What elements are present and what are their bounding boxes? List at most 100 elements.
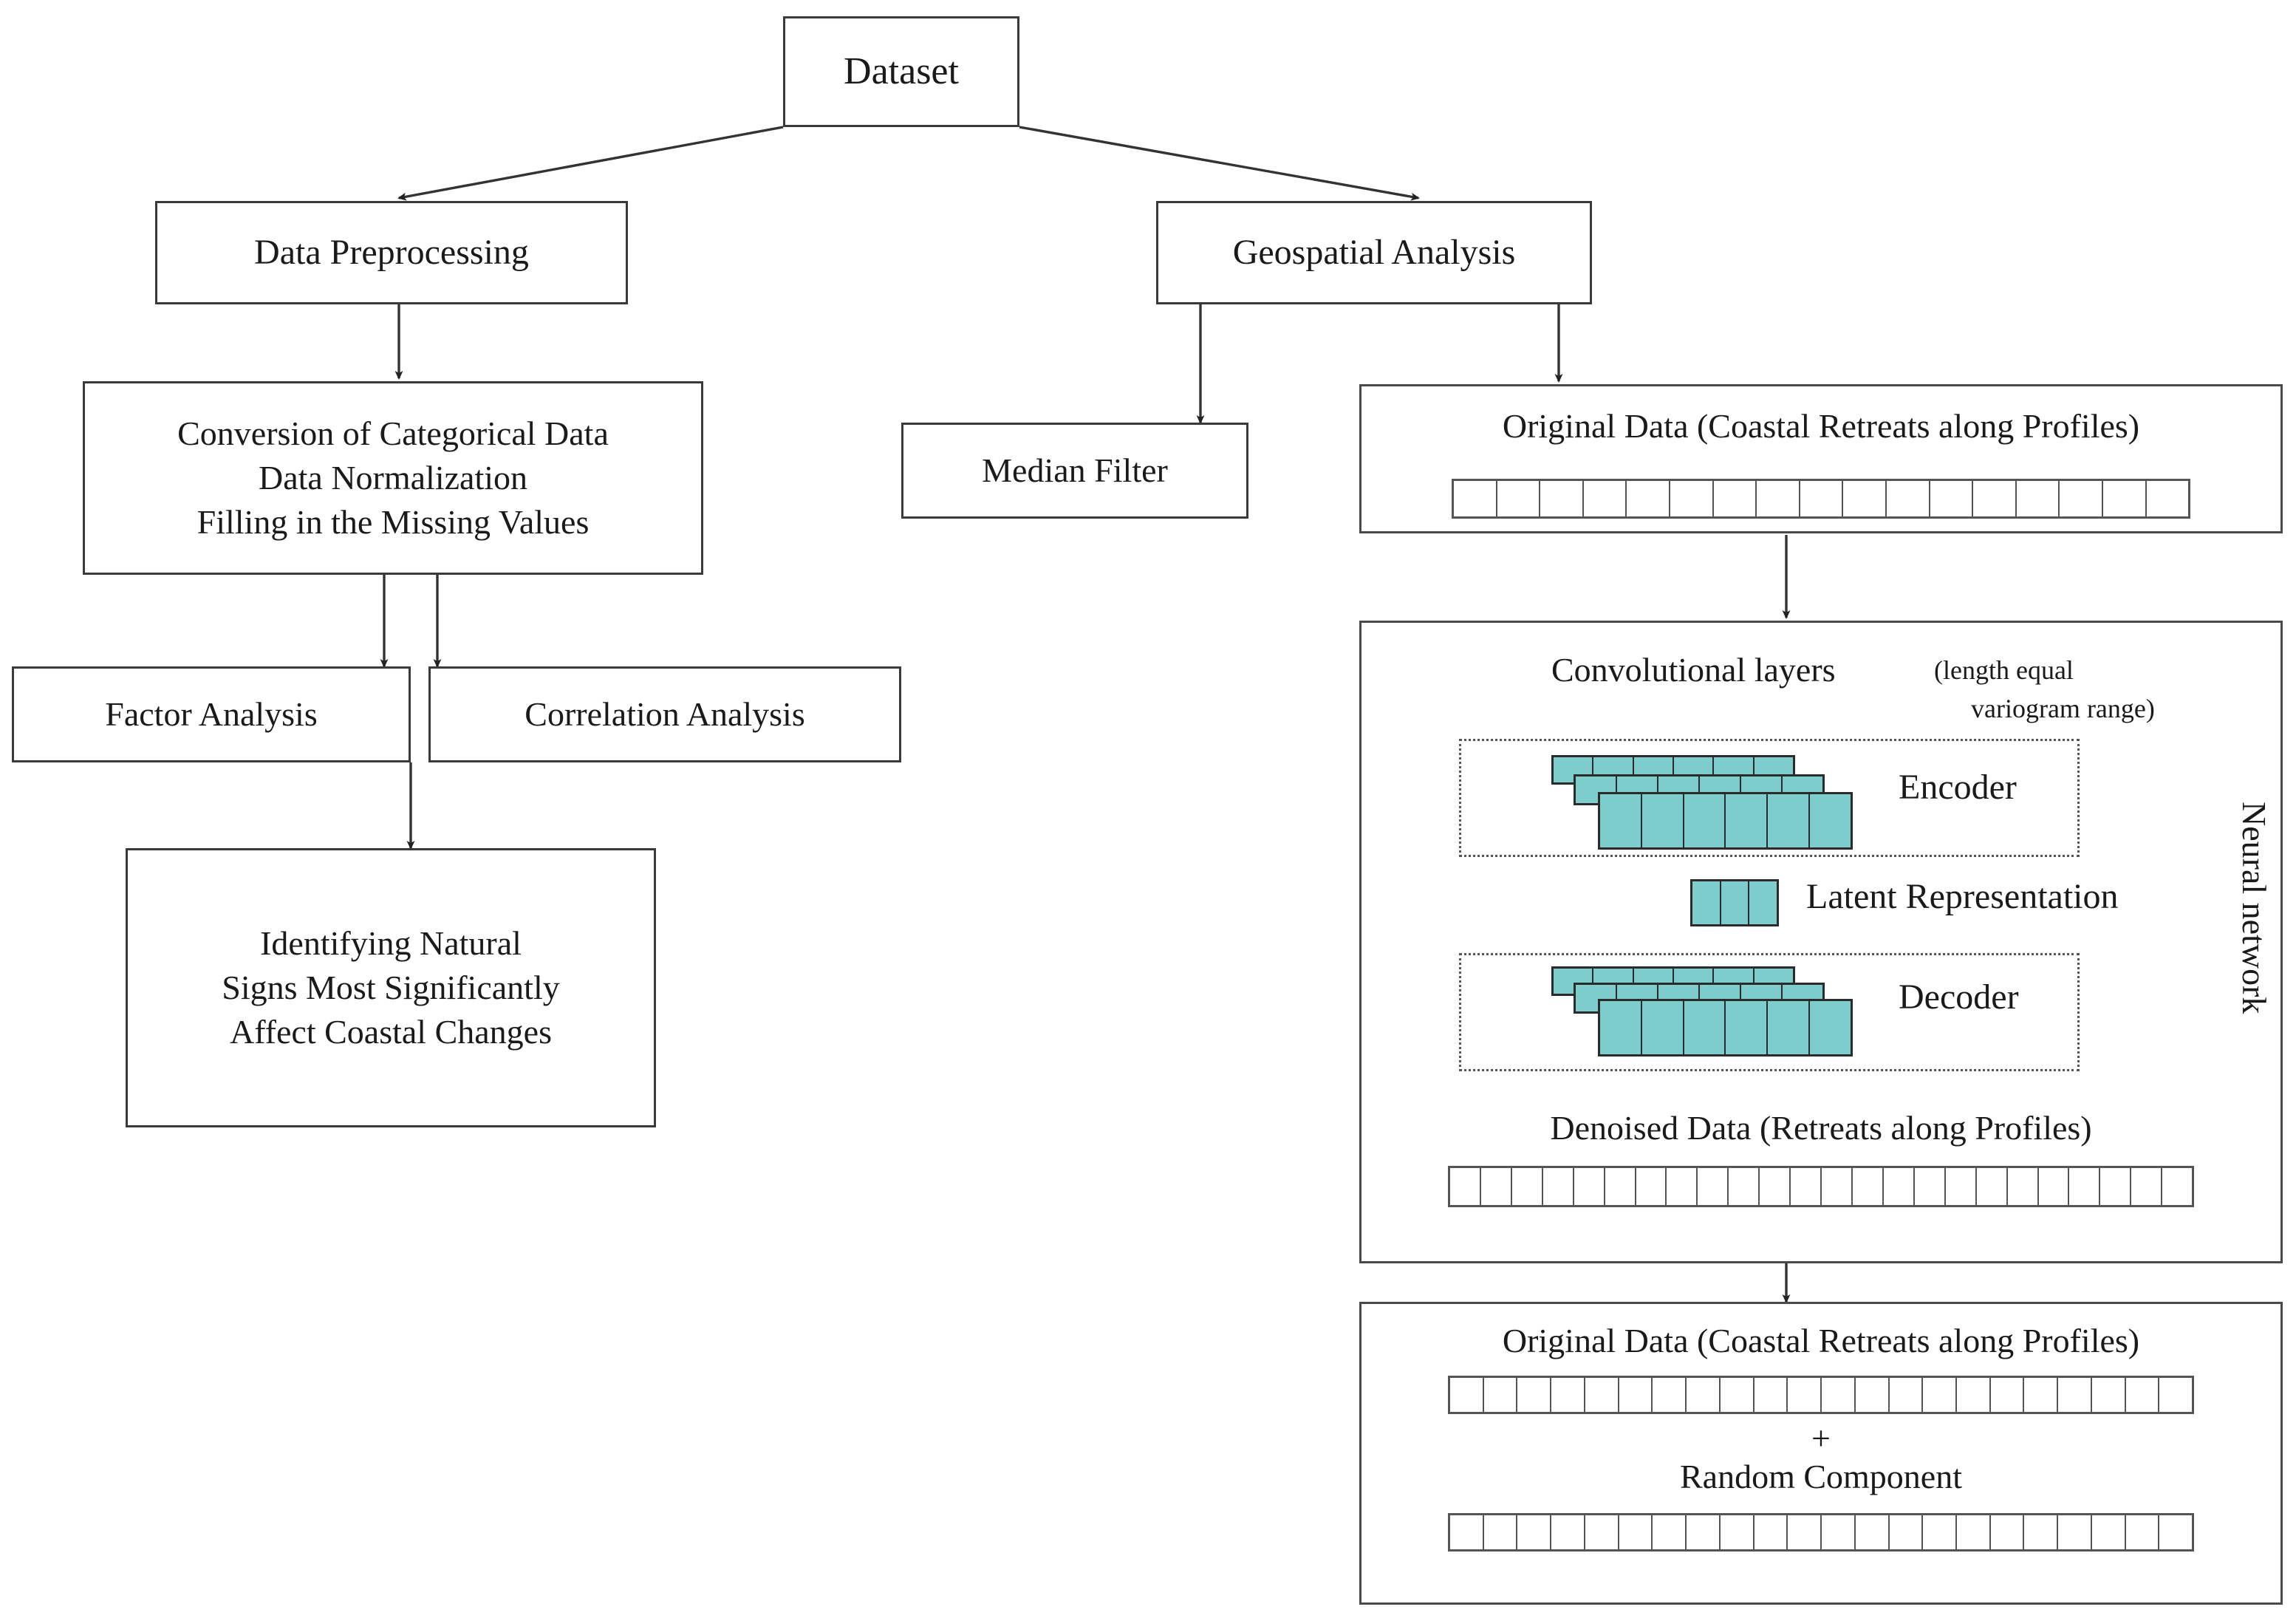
data-cell <box>1721 1378 1755 1412</box>
data-cell <box>1856 1378 1890 1412</box>
data-cell <box>2017 481 2060 516</box>
conv-cell <box>1634 969 1674 994</box>
conv-cell <box>1600 794 1642 847</box>
latent-representation-label: Latent Representation <box>1806 877 2119 916</box>
encoder-group-box <box>1459 739 2080 857</box>
data-cell <box>1574 1168 1605 1205</box>
conv-layers-label-line3: variogram range) <box>1971 694 2155 723</box>
conv-cell <box>1714 969 1755 994</box>
conv-cell <box>1741 985 1783 1011</box>
data-cell <box>2103 481 2147 516</box>
final-original-data-cells <box>1448 1376 2194 1414</box>
data-cell <box>1450 1168 1481 1205</box>
node-geospatial-analysis[interactable]: Geospatial Analysis <box>1156 201 1592 304</box>
data-cell <box>1450 1378 1484 1412</box>
data-cell <box>1890 1515 1924 1549</box>
data-cell <box>1760 1168 1791 1205</box>
data-cell <box>1653 1515 1687 1549</box>
data-cell <box>1856 1515 1890 1549</box>
preprocessing-step-1: Conversion of Categorical Data <box>177 414 609 453</box>
data-cell <box>1755 1378 1788 1412</box>
conv-layers-label-line2: (length equal <box>1934 655 2074 685</box>
node-dataset[interactable]: Dataset <box>783 16 1019 127</box>
panel-neural-network <box>1359 621 2283 1263</box>
data-cell <box>2024 1378 2059 1412</box>
node-preprocessing-steps[interactable]: Conversion of Categorical Data Data Norm… <box>83 381 703 575</box>
data-cell <box>1670 481 1714 516</box>
data-cell <box>1619 1378 1653 1412</box>
latent-cell <box>1692 881 1721 924</box>
preprocessing-step-3: Filling in the Missing Values <box>197 502 590 541</box>
conv-cell <box>1593 757 1634 782</box>
data-cell <box>2024 1515 2059 1549</box>
node-data-preprocessing[interactable]: Data Preprocessing <box>155 201 628 304</box>
encoder-layer-1 <box>1598 792 1853 850</box>
data-cell <box>1853 1168 1884 1205</box>
data-cell <box>1957 1515 1991 1549</box>
data-cell <box>1517 1378 1552 1412</box>
decoder-label: Decoder <box>1899 977 2019 1017</box>
data-cell <box>1512 1168 1543 1205</box>
data-cell <box>1887 481 1930 516</box>
node-dataset-label: Dataset <box>844 50 959 93</box>
data-cell <box>1788 1378 1822 1412</box>
data-cell <box>1687 1515 1721 1549</box>
data-cell <box>1497 481 1541 516</box>
data-cell <box>1584 481 1627 516</box>
conv-cell <box>1576 776 1617 803</box>
denoised-data-caption: Denoised Data (Retreats along Profiles) <box>1550 1109 2092 1147</box>
conv-cell <box>1634 757 1674 782</box>
data-cell <box>2147 481 2189 516</box>
data-cell <box>2159 1378 2192 1412</box>
conv-layers-label-line1: Convolutional layers <box>1551 651 1836 689</box>
identifying-line-3: Affect Coastal Changes <box>229 1012 553 1051</box>
data-cell <box>1653 1378 1687 1412</box>
decoder-group-box <box>1459 953 2080 1071</box>
conv-cell <box>1714 757 1755 782</box>
node-identifying-natural-signs[interactable]: Identifying Natural Signs Most Significa… <box>126 848 656 1127</box>
data-cell <box>2100 1168 2132 1205</box>
data-cell <box>1517 1515 1552 1549</box>
conv-cell <box>1684 1001 1726 1054</box>
latent-cell <box>1749 881 1777 924</box>
data-cell <box>1923 1378 1958 1412</box>
random-component-caption: Random Component <box>1679 1458 1963 1495</box>
conv-cell <box>1684 794 1726 847</box>
data-cell <box>1543 1168 1574 1205</box>
data-cell <box>1619 1515 1653 1549</box>
data-cell <box>1585 1378 1619 1412</box>
data-cell <box>1627 481 1670 516</box>
data-cell <box>2069 1168 2101 1205</box>
data-cell <box>1973 481 2017 516</box>
node-correlation-analysis[interactable]: Correlation Analysis <box>428 666 901 762</box>
neural-network-side-label: Neural network <box>2235 802 2273 1014</box>
node-median-filter[interactable]: Median Filter <box>901 423 1248 519</box>
node-factor-analysis-label: Factor Analysis <box>105 695 318 734</box>
data-cell <box>1755 1515 1788 1549</box>
conv-cell <box>1600 1001 1642 1054</box>
data-cell <box>1822 1168 1853 1205</box>
data-cell <box>1822 1378 1856 1412</box>
data-cell <box>2159 1515 2192 1549</box>
data-cell <box>1923 1515 1958 1549</box>
node-factor-analysis[interactable]: Factor Analysis <box>12 666 411 762</box>
latent-cell <box>1721 881 1750 924</box>
random-component-cells <box>1448 1513 2194 1552</box>
conv-cell <box>1554 969 1594 994</box>
conv-cell <box>1554 757 1594 782</box>
data-cell <box>1585 1515 1619 1549</box>
conv-cell <box>1741 776 1783 803</box>
data-cell <box>1788 1515 1822 1549</box>
final-original-data-caption: Original Data (Coastal Retreats along Pr… <box>1502 1322 2140 1359</box>
conv-cell <box>1810 794 1851 847</box>
identifying-line-1: Identifying Natural <box>260 924 522 963</box>
conv-cell <box>1658 985 1700 1011</box>
conv-cell <box>1674 969 1715 994</box>
conv-cell <box>1810 1001 1851 1054</box>
data-cell <box>1915 1168 1946 1205</box>
data-cell <box>1450 1515 1484 1549</box>
conv-cell <box>1593 969 1634 994</box>
data-cell <box>1890 1378 1924 1412</box>
latent-representation-block <box>1690 879 1779 926</box>
